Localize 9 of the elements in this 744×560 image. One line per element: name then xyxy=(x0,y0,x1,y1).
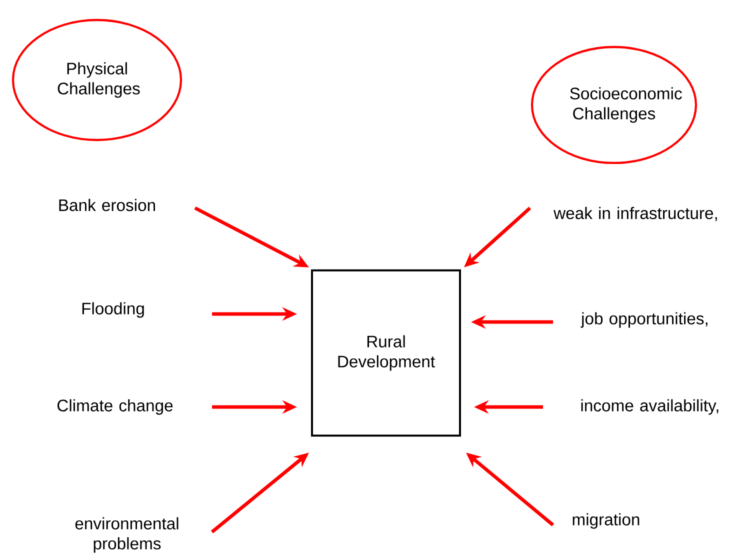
challenge-label: migration xyxy=(572,513,640,529)
challenge-label: job opportunities, xyxy=(580,312,708,328)
challenge-label: Climate change xyxy=(57,399,173,415)
process-box: Rural Development xyxy=(311,269,461,437)
challenge-label: Bank erosion xyxy=(59,198,155,212)
challenge-label: environmental problems xyxy=(75,517,178,553)
challenge-label: Flooding xyxy=(82,302,144,318)
challenge-label: income availability, xyxy=(581,399,718,415)
challenge-label: weak in infrastructure, xyxy=(554,206,717,222)
